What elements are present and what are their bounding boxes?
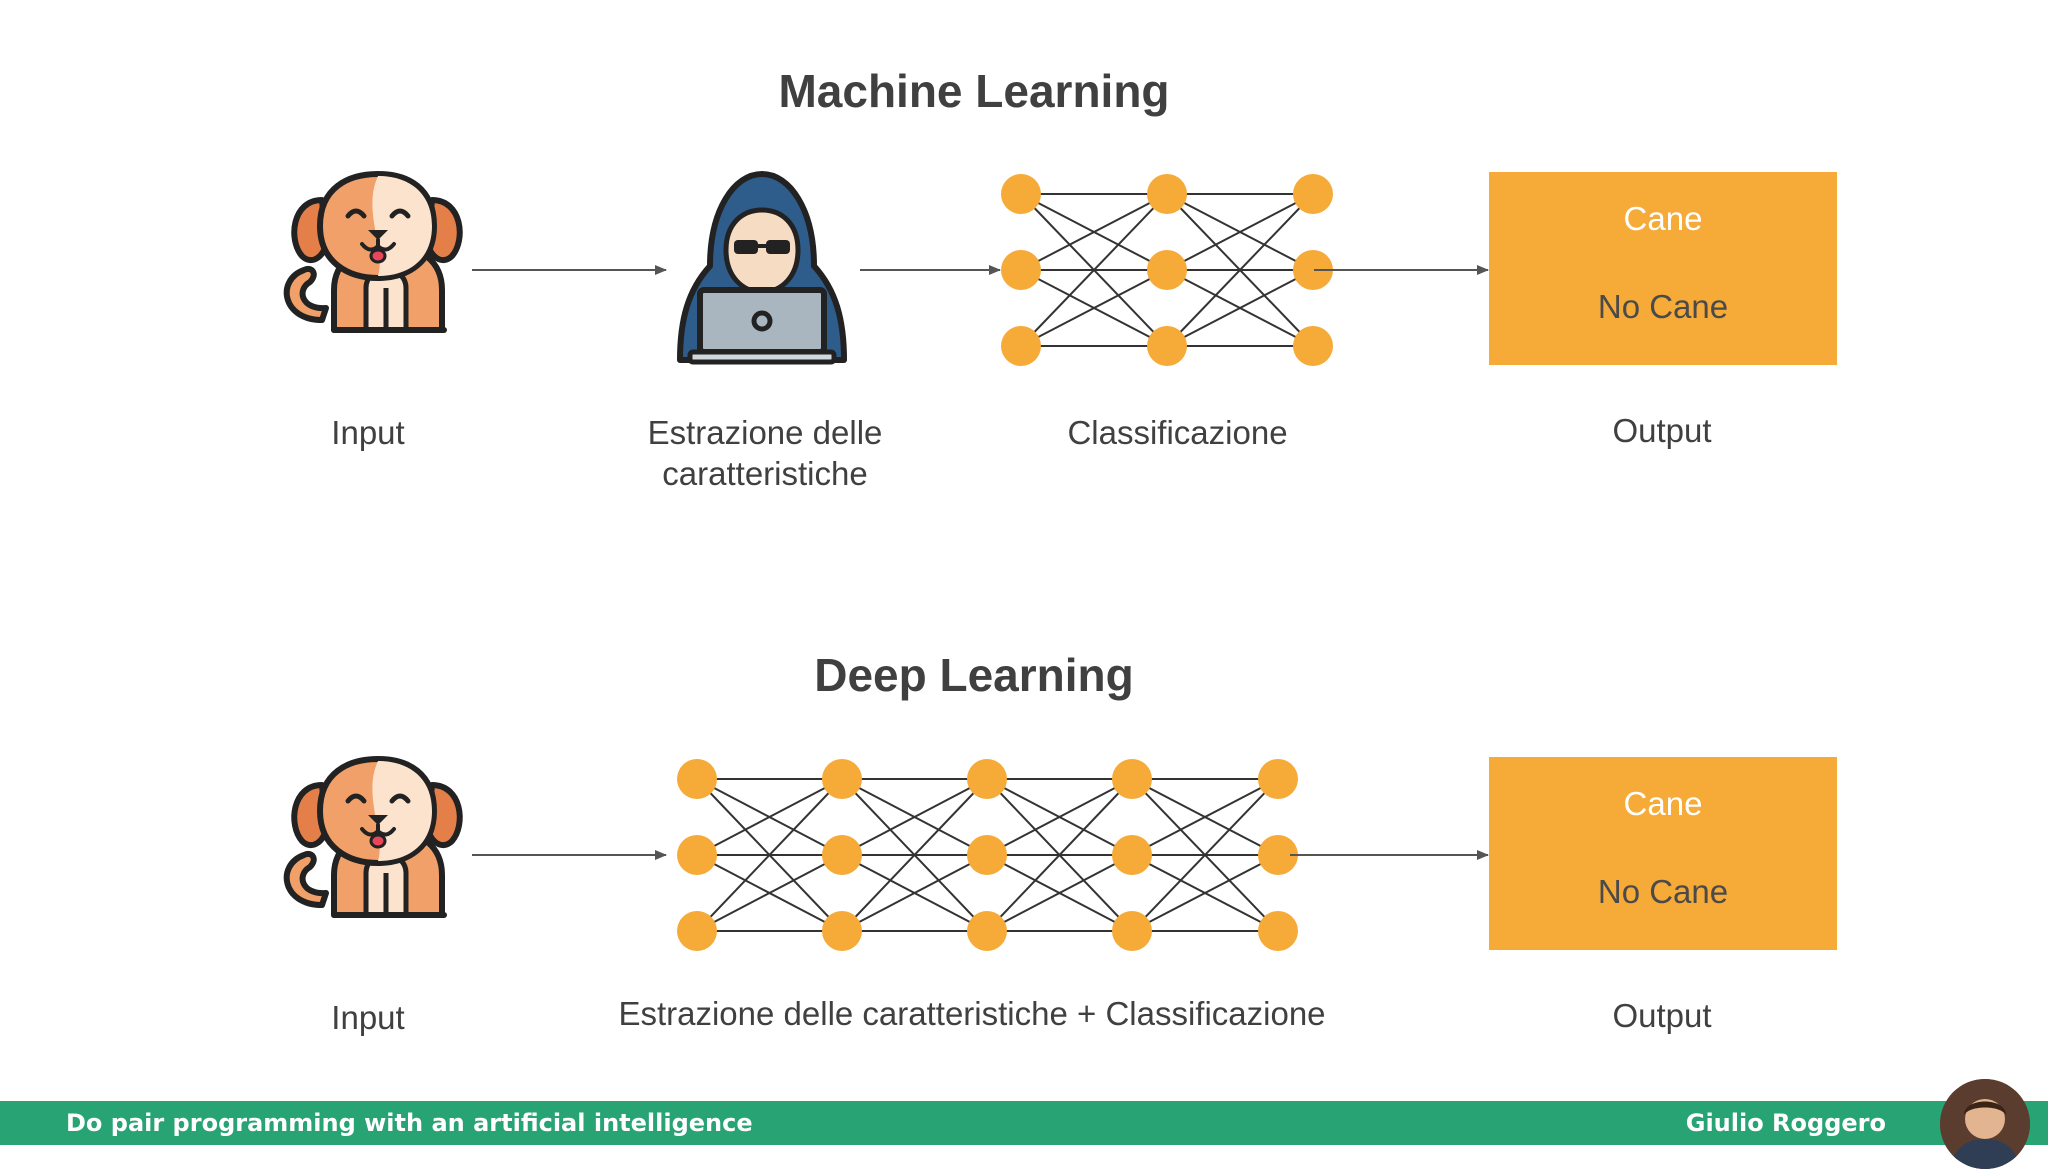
ml-network-edge — [1166, 269, 1314, 347]
ml-dog-icon — [287, 174, 460, 330]
dl-network-node — [677, 759, 717, 799]
dl-network-node — [677, 835, 717, 875]
ml-classification-label: Classificazione — [1067, 414, 1288, 451]
dl-output-box: Cane No Cane — [1489, 757, 1837, 950]
dl-network-node — [1258, 835, 1298, 875]
ml-network-node — [1001, 250, 1041, 290]
dl-network-edge — [986, 778, 1133, 856]
dl-network-edge — [1131, 778, 1279, 856]
ml-network-node — [1147, 326, 1187, 366]
dl-network-node — [822, 911, 862, 951]
dl-combined-label: Estrazione delle caratteristiche + Class… — [618, 995, 1326, 1032]
dl-output-cane: Cane — [1623, 785, 1703, 822]
dl-output-label: Output — [1612, 997, 1712, 1034]
machine-learning-title: Machine Learning — [778, 65, 1170, 117]
dl-network-edge — [841, 778, 988, 856]
dl-network-edge — [986, 854, 1133, 932]
dl-network-edge — [986, 778, 1133, 932]
dl-network-node — [1258, 911, 1298, 951]
dl-network-node — [1112, 759, 1152, 799]
dl-output-no-cane: No Cane — [1597, 873, 1729, 910]
dl-network-edge — [696, 854, 843, 932]
dl-network-node — [1112, 911, 1152, 951]
ml-network-edge — [1020, 269, 1168, 347]
ml-extraction-label: Estrazione delle caratteristiche — [600, 412, 930, 494]
dl-network-edge — [696, 778, 843, 932]
ml-network-node — [1001, 326, 1041, 366]
dl-network-node — [967, 835, 1007, 875]
ml-network-edge — [1020, 193, 1168, 271]
dl-network-edge — [841, 854, 988, 932]
dl-network-edge — [1131, 854, 1279, 932]
ml-output-box: Cane No Cane — [1489, 172, 1837, 365]
footer-bar: Do pair programming with an artificial i… — [0, 1101, 2048, 1145]
ml-classification-network — [1001, 174, 1333, 366]
laptop-icon — [687, 287, 837, 365]
ml-network-node — [1147, 250, 1187, 290]
dl-network-node — [822, 835, 862, 875]
ml-output-label: Output — [1612, 412, 1712, 449]
dl-network-edge — [841, 778, 988, 932]
dl-input-label: Input — [331, 999, 405, 1036]
dl-network-node — [677, 911, 717, 951]
dl-network-edge — [1131, 778, 1279, 932]
ml-network-node — [1293, 250, 1333, 290]
ml-network-edge — [1166, 193, 1314, 271]
deep-learning-title: Deep Learning — [814, 649, 1134, 701]
ml-network-edge — [1020, 193, 1168, 347]
footer-course-title: Do pair programming with an artificial i… — [66, 1109, 753, 1137]
dl-network-node — [967, 759, 1007, 799]
avatar — [1940, 1079, 2030, 1169]
dl-network-node — [822, 759, 862, 799]
ml-output-no-cane: No Cane — [1597, 288, 1729, 325]
ml-output-cane: Cane — [1623, 200, 1703, 237]
ml-network-node — [1001, 174, 1041, 214]
ml-input-label: Input — [331, 414, 405, 451]
dl-dog-icon — [287, 759, 460, 915]
ml-network-node — [1147, 174, 1187, 214]
ml-network-node — [1293, 174, 1333, 214]
dl-network-node — [1258, 759, 1298, 799]
ml-extraction-label-line1: Estrazione delle — [647, 414, 883, 451]
dl-network-node — [1112, 835, 1152, 875]
ml-extraction-label-line2: caratteristiche — [662, 455, 868, 492]
hacker-icon — [677, 171, 847, 365]
footer-author-name: Giulio Roggero — [1685, 1109, 1886, 1137]
ml-network-node — [1293, 326, 1333, 366]
ml-network-edge — [1166, 193, 1314, 347]
dl-network-node — [967, 911, 1007, 951]
dl-network-edge — [696, 778, 843, 856]
dl-deep-network — [677, 759, 1298, 951]
